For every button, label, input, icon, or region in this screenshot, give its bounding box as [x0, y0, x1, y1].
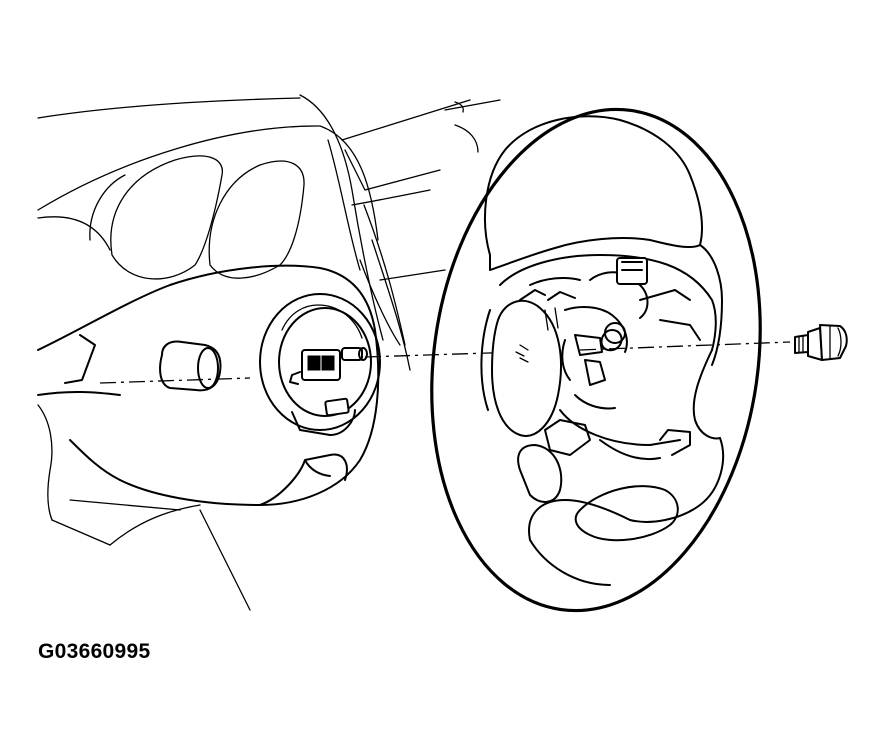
- steering-wheel-icon: [430, 107, 762, 613]
- dashboard: [37, 94, 501, 371]
- assembly-axis: [99, 341, 791, 384]
- column-cover: [37, 264, 380, 611]
- clock-spring: [259, 293, 381, 436]
- instrument-cluster: [89, 155, 305, 280]
- figure-id-label: G03660995: [38, 640, 151, 663]
- bolt-icon: [794, 324, 848, 361]
